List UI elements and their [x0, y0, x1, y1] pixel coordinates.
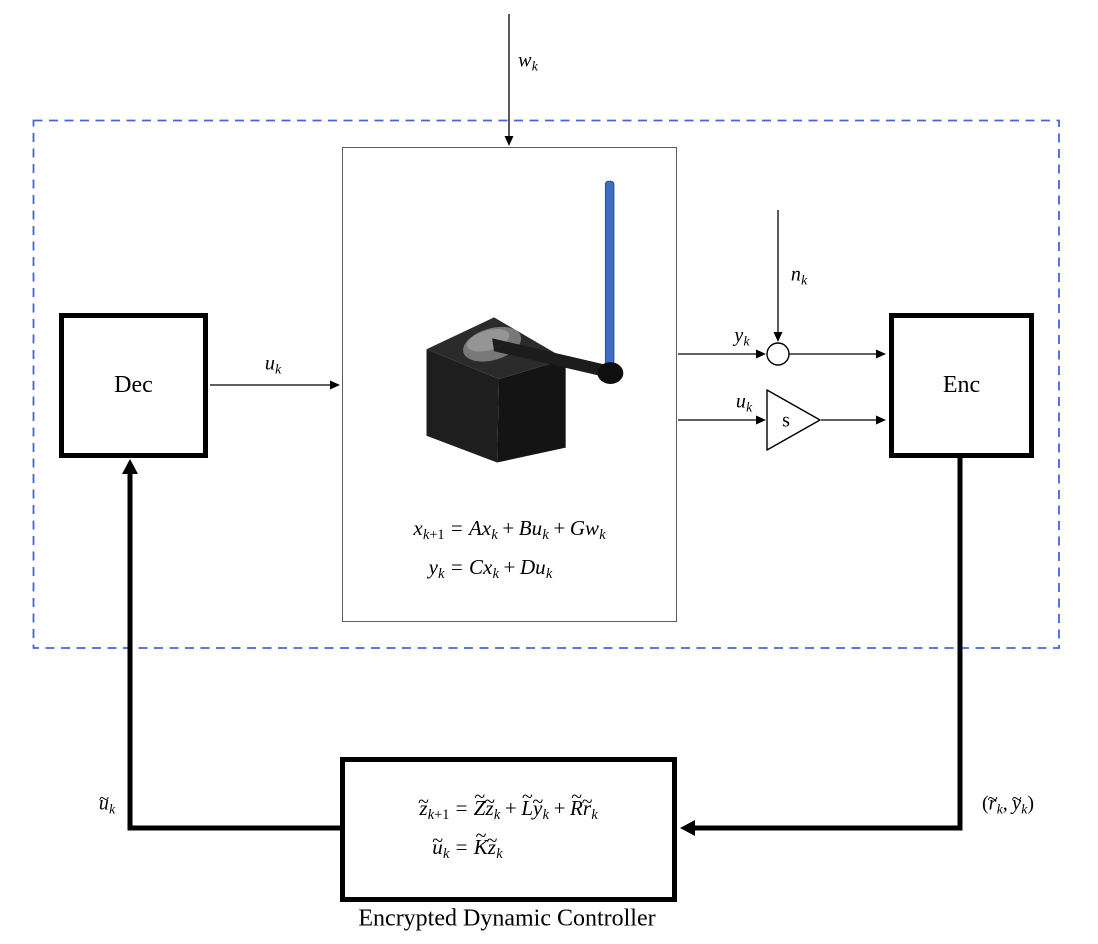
- sum-junction: [766, 342, 790, 366]
- pendulum-illustration: [426, 180, 624, 463]
- controller-block: ~zk+1=~Z~zk+~L~yk+~R~rk ~uk=~K~zk: [340, 757, 677, 902]
- controller-caption: Encrypted Dynamic Controller: [358, 905, 656, 932]
- encrypted-control-label: ~uk: [98, 788, 116, 817]
- plant-block: xk+1=Axk+Buk+Gwk yk=Cxk+Duk: [342, 147, 677, 622]
- control-input-label: uk: [264, 352, 282, 377]
- encrypted-feedback-label: (~rk,~yk): [981, 788, 1035, 817]
- plant-output-arrow: [678, 349, 766, 359]
- plant-equations: xk+1=Axk+Buk+Gwk yk=Cxk+Duk: [413, 516, 606, 582]
- noise-label: nk: [790, 263, 808, 288]
- encoder-block: Enc: [889, 313, 1034, 458]
- system-boundary: [32, 119, 1060, 649]
- noisy-output-arrow: [789, 349, 886, 359]
- gain-output-arrow: [821, 415, 886, 425]
- control-input-arrow: [210, 380, 340, 390]
- noise-arrow: [773, 210, 783, 342]
- encrypted-feedback-arrow: [680, 458, 963, 836]
- pendulum-pivot: [597, 362, 624, 385]
- gain-triangle: [766, 389, 821, 451]
- decoder-label: Dec: [114, 372, 153, 398]
- disturbance-arrow: [504, 14, 514, 146]
- pendulum-rod: [604, 180, 615, 371]
- pendulum-arm: [492, 338, 610, 379]
- disturbance-label: wk: [518, 49, 538, 74]
- encoder-label: Enc: [942, 372, 981, 398]
- gain-input-arrow: [678, 415, 766, 425]
- gain-label: s: [782, 409, 790, 432]
- decoder-block: Dec: [59, 313, 208, 458]
- controller-equations: ~zk+1=~Z~zk+~L~yk+~R~rk ~uk=~K~zk: [418, 786, 598, 862]
- plant-output-label: yk: [734, 324, 750, 349]
- encrypted-control-arrow: [122, 459, 341, 831]
- gain-input-label: uk: [735, 390, 753, 415]
